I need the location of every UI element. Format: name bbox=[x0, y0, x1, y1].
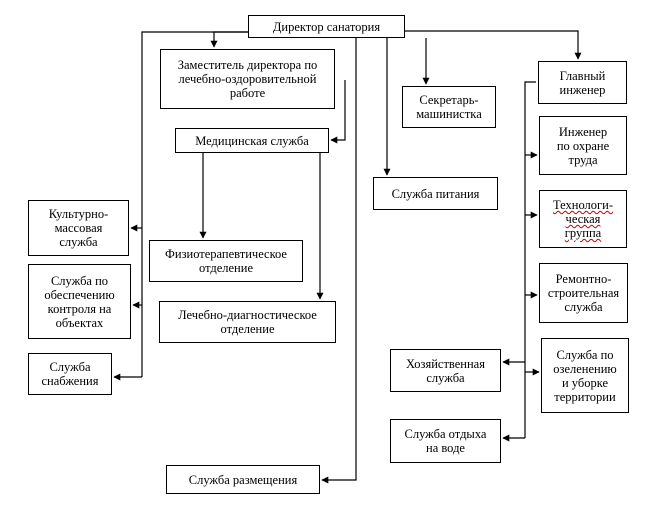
edge-deputy-medical bbox=[330, 80, 346, 144]
node-secretary: Секретарь- машинистка bbox=[402, 86, 496, 128]
node-physio: Физиотерапевтическое отделение bbox=[149, 240, 303, 282]
node-deputy-label: Заместитель директора по лечебно-оздоров… bbox=[177, 58, 318, 100]
node-household: Хозяйственная служба bbox=[390, 349, 501, 392]
node-landscaping-label: Служба по озеленению и уборке территории bbox=[553, 347, 617, 404]
node-secretary-label: Секретарь- машинистка bbox=[416, 93, 482, 121]
node-water-rest: Служба отдыха на воде bbox=[390, 419, 501, 463]
node-director: Директор санатория bbox=[248, 15, 405, 38]
node-repair-label: Ремонтно- строительная служба bbox=[547, 272, 620, 314]
node-supply-label: Служба снабжения bbox=[41, 360, 99, 388]
node-accommodation: Служба размещения bbox=[166, 465, 320, 494]
node-catering-label: Служба питания bbox=[391, 186, 480, 201]
node-accommodation-label: Служба размещения bbox=[188, 472, 298, 487]
edge-director-accommodation bbox=[321, 38, 357, 484]
node-medical: Медицинская служба bbox=[175, 128, 329, 153]
node-supply: Служба снабжения bbox=[28, 353, 112, 395]
node-control: Служба по обеспечению контроля на объект… bbox=[28, 264, 131, 339]
node-deputy: Заместитель директора по лечебно-оздоров… bbox=[160, 49, 335, 109]
node-physio-label: Физиотерапевтическое отделение bbox=[165, 247, 287, 275]
node-tech-group-label: Технологи- ческая группа bbox=[552, 198, 614, 240]
node-labor-safety-label: Инженер по охране труда bbox=[556, 124, 610, 167]
node-household-label: Хозяйственная служба bbox=[406, 356, 485, 385]
edge-director-deputy bbox=[210, 31, 248, 48]
node-catering: Служба питания bbox=[373, 177, 498, 210]
node-tech-group: Технологи- ческая группа bbox=[539, 190, 627, 248]
node-control-label: Служба по обеспечению контроля на объект… bbox=[44, 273, 115, 330]
edge-director-chief-engineer bbox=[405, 30, 582, 60]
node-chief-engineer: Главный инженер bbox=[538, 61, 627, 104]
node-diagnostic: Лечебно-диагностическое отделение bbox=[159, 301, 336, 343]
node-labor-safety: Инженер по охране труда bbox=[539, 116, 627, 175]
node-medical-label: Медицинская служба bbox=[195, 133, 309, 148]
node-chief-engineer-label: Главный инженер bbox=[559, 68, 606, 97]
node-diagnostic-label: Лечебно-диагностическое отделение bbox=[178, 308, 317, 336]
node-repair: Ремонтно- строительная служба bbox=[539, 263, 628, 323]
node-director-label: Директор санатория bbox=[272, 19, 381, 34]
node-landscaping: Служба по озеленению и уборке территории bbox=[541, 338, 629, 413]
edge-chief-bus bbox=[524, 81, 536, 438]
node-cultural-label: Культурно- массовая служба bbox=[48, 207, 109, 249]
edge-director-left-bus bbox=[141, 31, 248, 377]
node-water-rest-label: Служба отдыха на воде bbox=[404, 427, 487, 455]
node-cultural: Культурно- массовая служба bbox=[28, 200, 129, 256]
